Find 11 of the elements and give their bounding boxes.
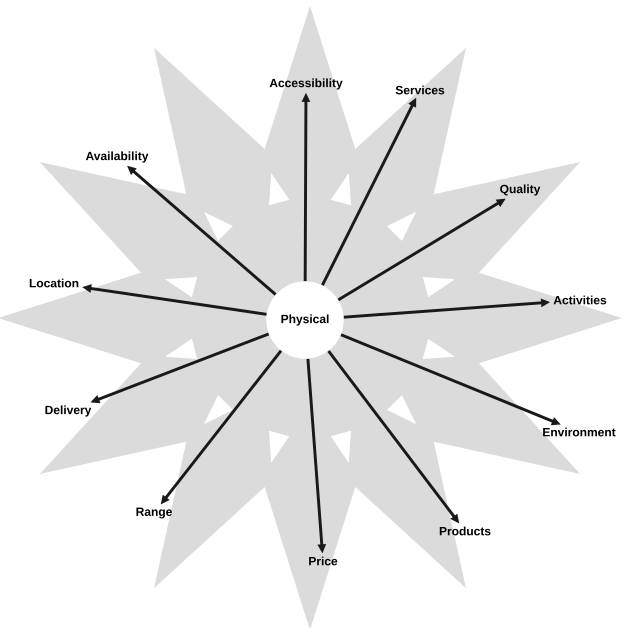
node-label: Availability [86,151,148,163]
node-label: Accessibility [270,78,343,90]
node-label: Price [309,556,338,566]
node-label: Quality [500,184,540,196]
node-label: Environment [543,428,616,436]
node-label: Activities [554,296,606,304]
node-label: Products [440,526,491,536]
node-label: Location [30,278,78,288]
node-label: Delivery [45,405,92,417]
node-label: Services [396,86,444,94]
node-label: Range [136,508,172,518]
